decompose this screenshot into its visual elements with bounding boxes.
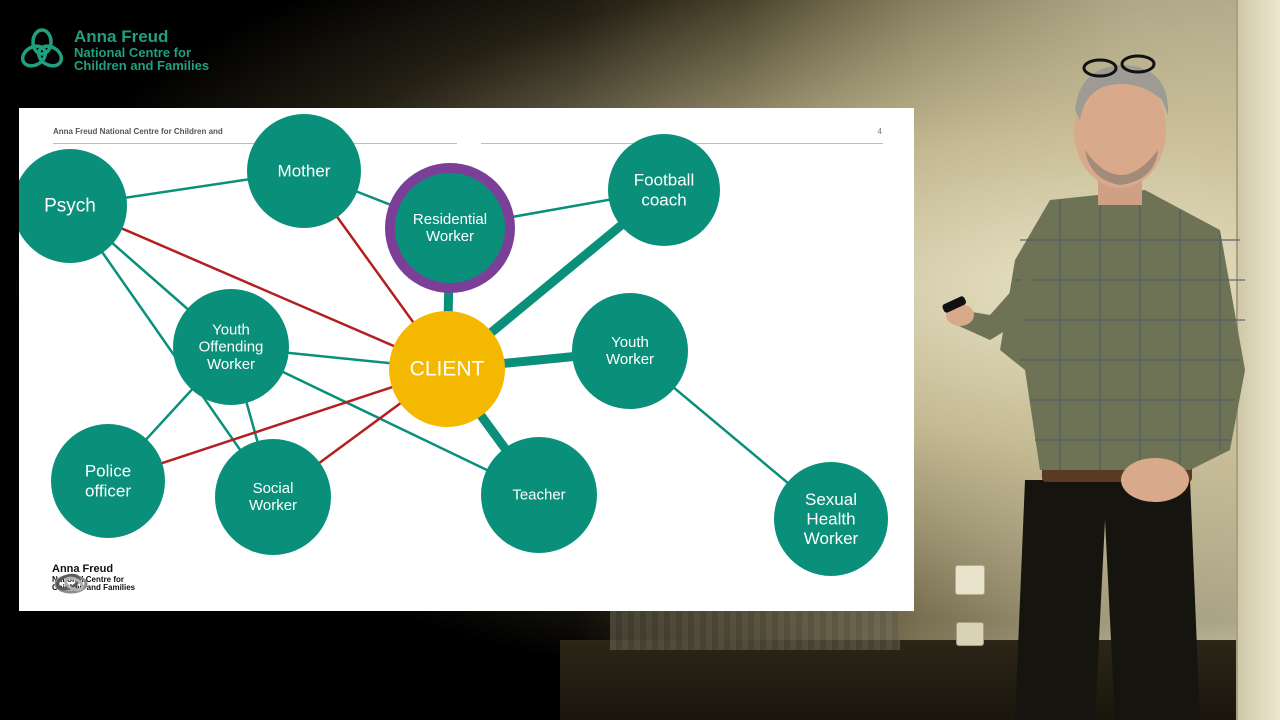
brand-line-2: National Centre for bbox=[74, 44, 192, 60]
node-psych-circle bbox=[19, 149, 127, 263]
edge-police-client bbox=[107, 367, 448, 483]
node-psych: Psych bbox=[19, 149, 127, 263]
node-football-circle bbox=[608, 134, 720, 246]
node-psych-label: Psych bbox=[44, 196, 96, 217]
slide-footer-brand: Anna Freud National Centre for Children … bbox=[52, 563, 136, 594]
node-social-label: Social bbox=[253, 480, 294, 497]
node-yow-label: Worker bbox=[207, 356, 255, 373]
node-police-label: officer bbox=[85, 481, 131, 500]
slide-page-number: 4 bbox=[877, 127, 882, 136]
node-residential-label: Worker bbox=[426, 228, 474, 245]
node-residential-circle bbox=[395, 173, 505, 283]
edge-psych-client bbox=[69, 204, 448, 371]
brand-line-3: Children and Families bbox=[74, 58, 210, 74]
brand-watermark: Anna Freud National Centre for Children … bbox=[20, 28, 209, 73]
slide-footer-line-1: Anna Freud bbox=[52, 563, 114, 575]
node-yow-label: Offending bbox=[199, 339, 264, 356]
node-social-circle bbox=[215, 439, 331, 555]
node-football-label: coach bbox=[641, 190, 686, 209]
edge-psych-social bbox=[68, 205, 275, 498]
node-client-circle bbox=[389, 311, 505, 427]
node-social-label: Worker bbox=[249, 497, 297, 514]
diagram-nodes: PsychMotherResidentialWorkerFootballcoac… bbox=[19, 114, 888, 576]
radiator bbox=[610, 610, 900, 650]
slide-footer-line-3: Children and Families bbox=[52, 582, 136, 592]
node-teacher-circle bbox=[481, 437, 597, 553]
wall-socket-lower bbox=[956, 622, 984, 646]
slide-header: Anna Freud National Centre for Children … bbox=[53, 127, 223, 136]
slide-footer-line-2: National Centre for bbox=[52, 574, 125, 584]
presenter-figure bbox=[942, 54, 1245, 720]
slide-footer-name: Anna Freud National Centre for Children … bbox=[52, 563, 136, 592]
node-client-label: CLIENT bbox=[410, 358, 485, 381]
anna-freud-logo-icon bbox=[20, 28, 64, 68]
brand-name: Anna Freud National Centre for Children … bbox=[74, 28, 209, 73]
node-yow-label: Youth bbox=[212, 321, 250, 338]
node-police-circle bbox=[51, 424, 165, 538]
node-football-label: Football bbox=[634, 171, 694, 190]
brand-line-1: Anna Freud bbox=[74, 27, 169, 46]
node-youthworker-circle bbox=[572, 293, 688, 409]
node-mother-circle bbox=[247, 114, 361, 228]
network-diagram: PsychMotherResidentialWorkerFootballcoac… bbox=[19, 114, 888, 576]
door-edge bbox=[1236, 0, 1280, 720]
node-sexual-label: Health bbox=[806, 510, 855, 529]
presentation-slide: Anna Freud National Centre for Children … bbox=[19, 108, 914, 611]
node-teacher-label: Teacher bbox=[512, 487, 565, 504]
node-client: CLIENT bbox=[389, 311, 505, 427]
node-sexual-label: Sexual bbox=[805, 490, 857, 509]
wall-socket bbox=[955, 565, 985, 595]
node-teacher: Teacher bbox=[481, 437, 597, 553]
node-police-label: Police bbox=[85, 462, 131, 481]
anna-freud-footer-logo-icon bbox=[54, 573, 88, 594]
node-sexual-label: Worker bbox=[804, 529, 859, 548]
node-yow-circle bbox=[173, 289, 289, 405]
node-youthworker-label: Worker bbox=[606, 351, 654, 368]
node-sexual-circle bbox=[774, 462, 888, 576]
node-youthworker-label: Youth bbox=[611, 334, 649, 351]
node-residential-label: Residential bbox=[413, 211, 487, 228]
node-mother: Mother bbox=[247, 114, 361, 228]
node-mother-label: Mother bbox=[278, 162, 331, 181]
